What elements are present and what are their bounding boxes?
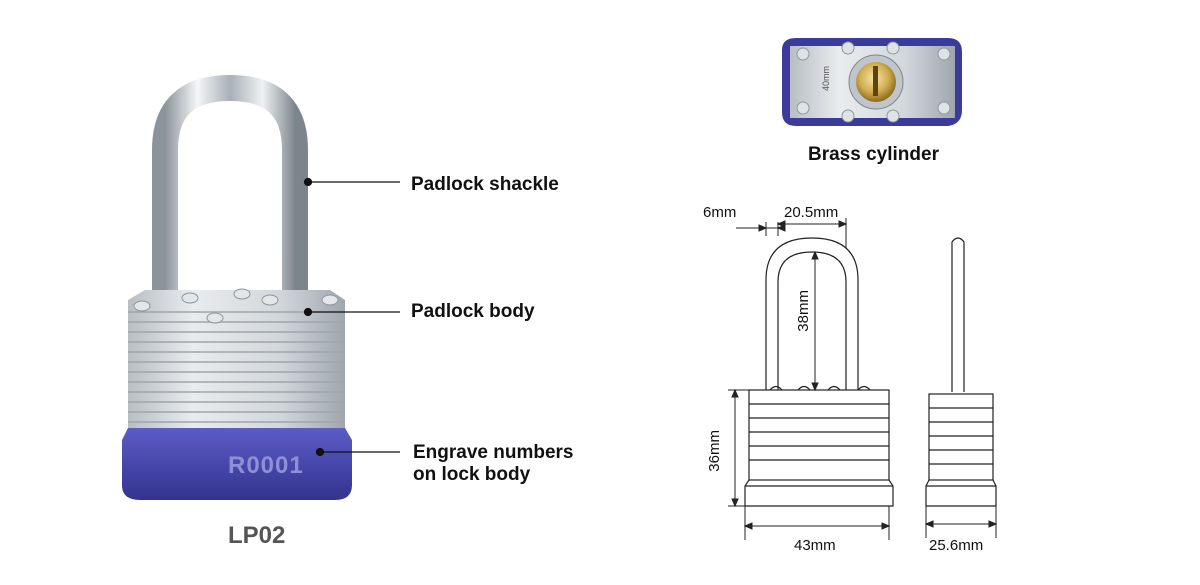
dim-body-thickness: 25.6mm — [929, 537, 984, 554]
dim-shackle-diameter: 6mm — [703, 204, 737, 221]
model-label: LP02 — [228, 522, 286, 549]
dim-shackle-inner-width: 20.5mm — [784, 204, 839, 221]
blue-bumper — [122, 428, 352, 500]
callout-engrave-line1: Engrave numbers — [413, 442, 574, 463]
side-view-drawing — [925, 237, 997, 507]
callout-padlock-body: Padlock body — [411, 301, 535, 322]
cylinder-mark: 40mm — [821, 66, 831, 92]
cylinder-caption: Brass cylinder — [808, 144, 939, 165]
engraving-text: R0001 — [228, 452, 304, 479]
dim-body-width: 43mm — [794, 537, 836, 554]
callout-padlock-shackle: Padlock shackle — [411, 174, 559, 195]
dim-body-height: 36mm — [706, 430, 723, 472]
dim-shackle-clearance: 38mm — [795, 290, 812, 332]
dimension-lines — [728, 218, 998, 540]
callout-engrave-line2: on lock body — [413, 464, 531, 485]
front-view-drawing — [744, 237, 894, 507]
shackle — [152, 74, 308, 310]
leader-lines — [303, 177, 400, 457]
brass-cylinder-photo — [782, 38, 962, 126]
